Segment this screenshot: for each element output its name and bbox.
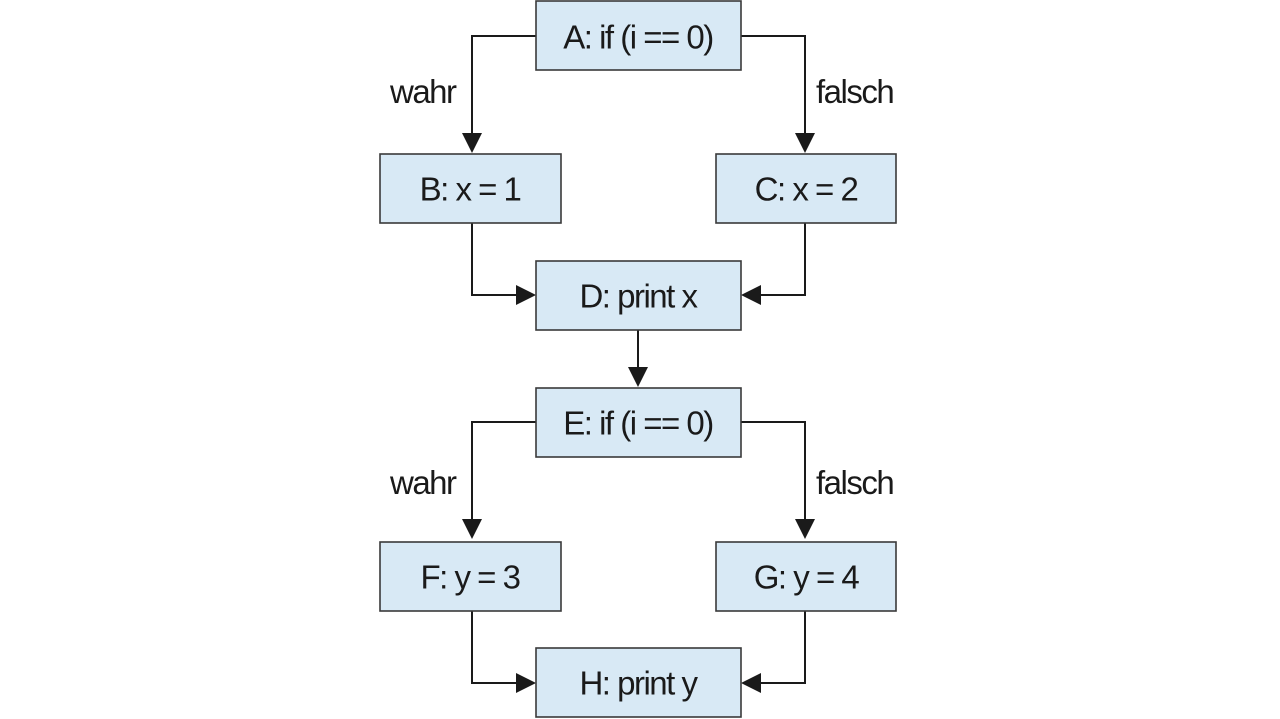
node-f: F: y = 3 [379, 541, 562, 612]
node-e-label: E: if (i == 0) [563, 405, 713, 442]
node-h-label: H: print y [579, 665, 698, 702]
edge-a-to-b [471, 35, 536, 137]
arrowhead-g-to-h [741, 673, 761, 693]
node-a: A: if (i == 0) [535, 0, 742, 71]
arrowhead-e-to-g [795, 519, 815, 539]
edge-labels: wahr falsch wahr falsch [389, 73, 895, 501]
node-d-label: D: print x [579, 278, 698, 315]
arrowhead-c-to-d [741, 285, 761, 305]
arrowhead-b-to-d [516, 285, 536, 305]
edge-label-e-true: wahr [389, 464, 457, 501]
edge-f-to-h [471, 611, 520, 684]
node-a-label: A: if (i == 0) [563, 19, 713, 56]
edge-g-to-h [757, 611, 806, 684]
node-b: B: x = 1 [379, 153, 562, 224]
node-d: D: print x [535, 260, 742, 331]
edge-label-a-true: wahr [389, 73, 457, 110]
edges [462, 35, 815, 693]
arrowhead-d-to-e [628, 367, 648, 387]
edge-label-a-false: falsch [816, 73, 893, 110]
arrowhead-e-to-f [462, 519, 482, 539]
node-c: C: x = 2 [715, 153, 897, 224]
node-f-label: F: y = 3 [421, 559, 520, 596]
node-e: E: if (i == 0) [535, 387, 742, 458]
node-g: G: y = 4 [715, 541, 897, 612]
node-c-label: C: x = 2 [755, 171, 858, 208]
edge-e-to-g [741, 421, 806, 523]
node-h: H: print y [535, 647, 742, 718]
edge-c-to-d [757, 223, 806, 296]
arrowhead-a-to-c [795, 133, 815, 153]
edge-label-e-false: falsch [816, 464, 893, 501]
edge-a-to-c [741, 35, 806, 137]
arrowhead-a-to-b [462, 133, 482, 153]
arrowhead-f-to-h [516, 673, 536, 693]
edge-e-to-f [471, 421, 536, 523]
node-b-label: B: x = 1 [420, 171, 521, 208]
node-g-label: G: y = 4 [754, 559, 860, 596]
edge-b-to-d [471, 223, 520, 296]
